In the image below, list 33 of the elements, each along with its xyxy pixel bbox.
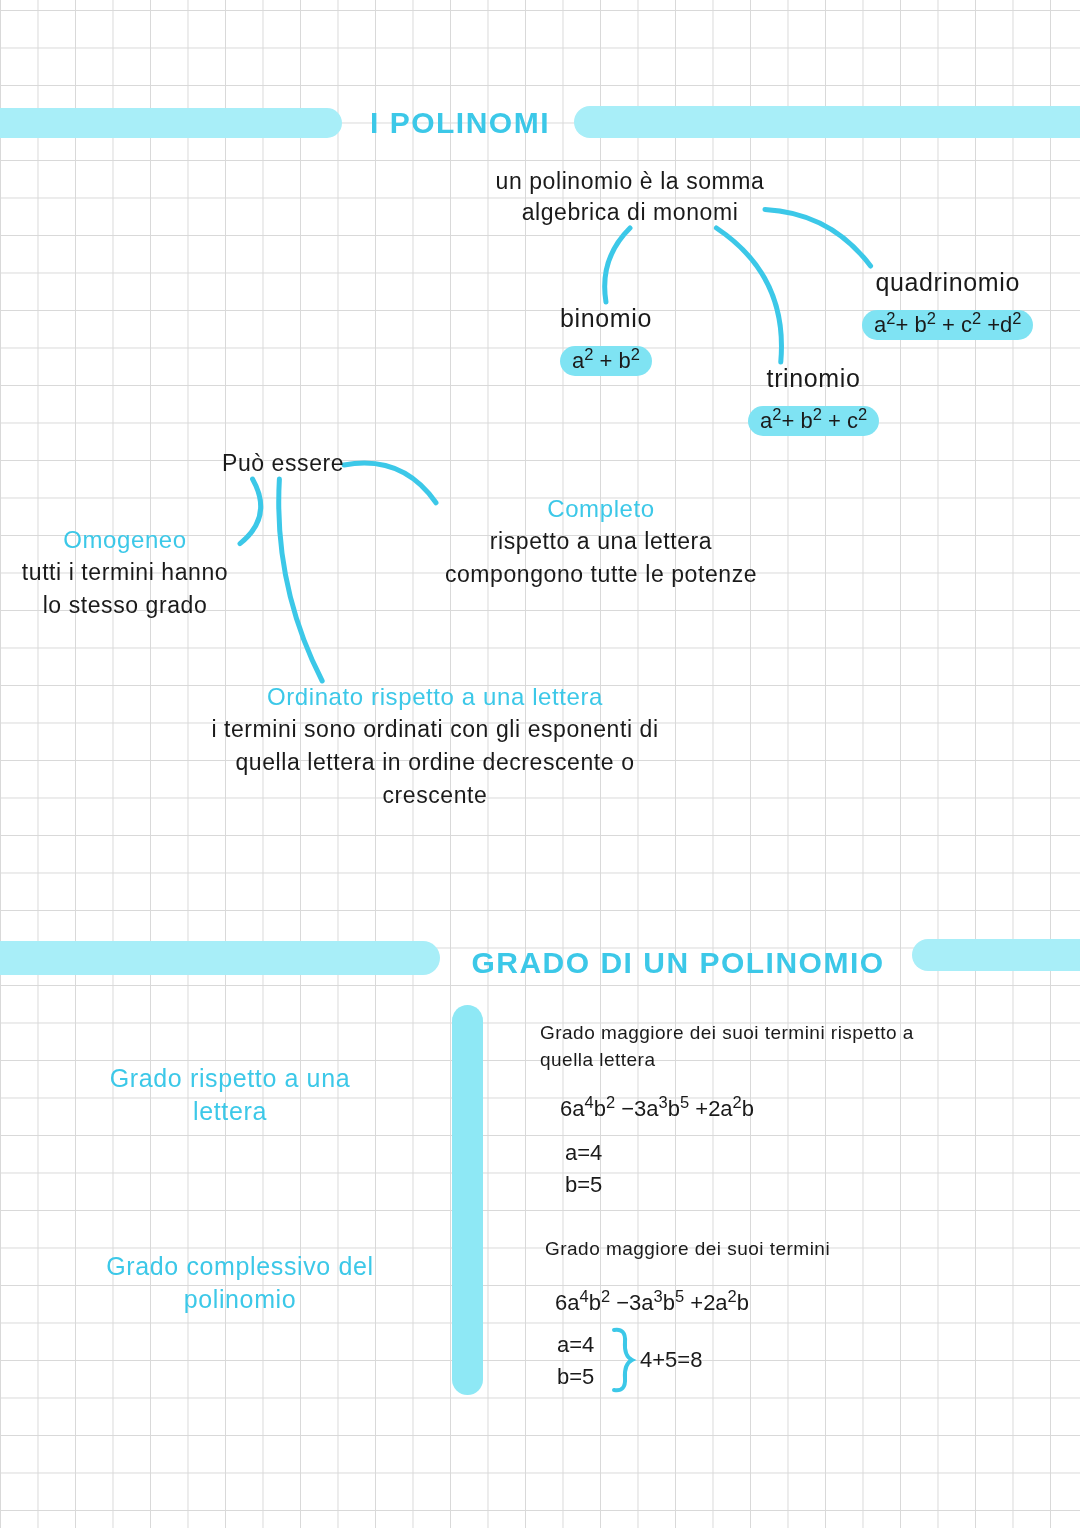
formula-pill: a$^{2}$+ b$^{2}$ + c$^{2}$: [748, 406, 880, 436]
formula-text: b=5: [557, 1363, 595, 1391]
connector-line: [276, 476, 325, 684]
formula-text: b=5: [565, 1171, 603, 1199]
formula-text: 6a$^{4}$b$^{2}$ −3a$^{3}$b$^{5}$ +2a$^{2}$b: [555, 1287, 750, 1317]
term-label: trinomio: [766, 363, 861, 394]
connector-line: [237, 476, 264, 547]
description-text: rispetto a una lettera compongono tutte le potenze: [443, 527, 759, 589]
concept-text: un polinomio è la somma algebrica di monomi: [495, 167, 765, 227]
formula-pill: a$^{2}$+ b$^{2}$ + c$^{2}$ +d$^{2}$: [862, 310, 1034, 340]
title: I POLINOMI: [369, 105, 551, 141]
concept-text: Può essere: [222, 449, 345, 478]
description-text: tutti i termini hanno lo stesso grado: [20, 558, 230, 620]
heading-text: Omogeneo: [63, 525, 187, 555]
formula-text: 4+5=8: [640, 1346, 703, 1374]
description-text: i termini sono ordinati con gli esponenti di quella lettera in ordine decrescente o crescente: [210, 715, 660, 810]
formula-text: a=4: [565, 1139, 603, 1167]
term-label: quadrinomio: [875, 267, 1020, 298]
connector-line: [602, 225, 633, 305]
heading-text: Completo: [547, 494, 655, 524]
definition-text: Grado maggiore dei suoi termini: [545, 1237, 832, 1261]
formula-text: a=4: [557, 1331, 595, 1359]
definition-text: Grado maggiore dei suoi termini rispetto a quella lettera: [540, 1021, 915, 1072]
formula-text: 6a$^{4}$b$^{2}$ −3a$^{3}$b$^{5}$ +2a$^{2}$b: [560, 1093, 755, 1123]
heading-text: Ordinato rispetto a una lettera: [266, 682, 604, 712]
section-title: GRADO DI UN POLINOMIO: [470, 945, 886, 981]
topic-heading: Grado complessivo del polinomio: [105, 1251, 375, 1315]
term-label: binomio: [560, 303, 652, 334]
connector-line: [713, 225, 784, 365]
connector-line: [762, 206, 874, 269]
topic-heading: Grado rispetto a una lettera: [108, 1063, 352, 1127]
connector-line: [341, 460, 439, 506]
formula-pill: a$^{2}$ + b$^{2}$: [560, 346, 652, 376]
